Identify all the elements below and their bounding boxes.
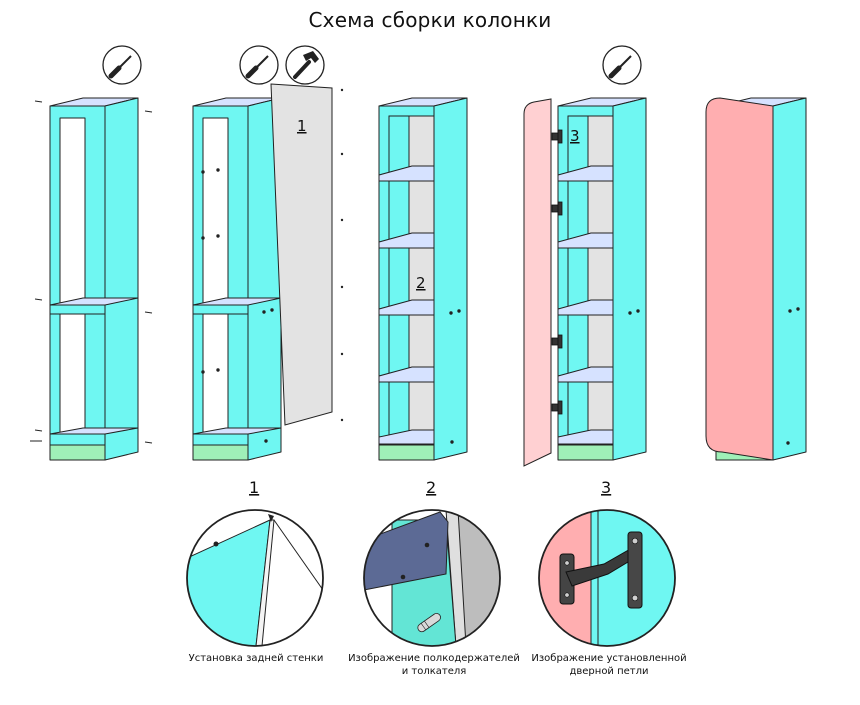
screwdriver-icon	[602, 45, 642, 85]
detail-back-wall	[186, 509, 324, 647]
detail-2-caption: Изображение полкодержателей и толкателя	[348, 653, 520, 677]
page-title: Схема сборки колонки	[308, 8, 552, 32]
cabinet-stage-4	[557, 97, 647, 461]
open-door	[523, 98, 552, 467]
cabinet-stage-3	[378, 97, 468, 461]
detail-door-hinge	[538, 509, 676, 647]
detail-3-caption: Изображение установленной дверной петли	[531, 653, 687, 677]
back-panel	[270, 83, 344, 426]
detail-1-number: 1	[249, 478, 259, 497]
hinges	[551, 129, 563, 415]
detail-shelf-holders	[363, 509, 501, 647]
detail-3-number: 3	[601, 478, 611, 497]
callout-shelf-holder: 2	[416, 274, 426, 292]
hammer-icon	[285, 45, 325, 85]
callout-back-wall: 1	[297, 117, 307, 135]
screwdriver-icon	[239, 45, 279, 85]
cabinet-stage-2	[192, 97, 282, 461]
cabinet-stage-5	[705, 97, 807, 461]
cabinet-stage-1	[30, 97, 153, 461]
callout-hinge: 3	[570, 127, 580, 145]
screwdriver-icon	[102, 45, 142, 85]
detail-2-number: 2	[426, 478, 436, 497]
detail-1-caption: Установка задней стенки	[188, 653, 324, 664]
